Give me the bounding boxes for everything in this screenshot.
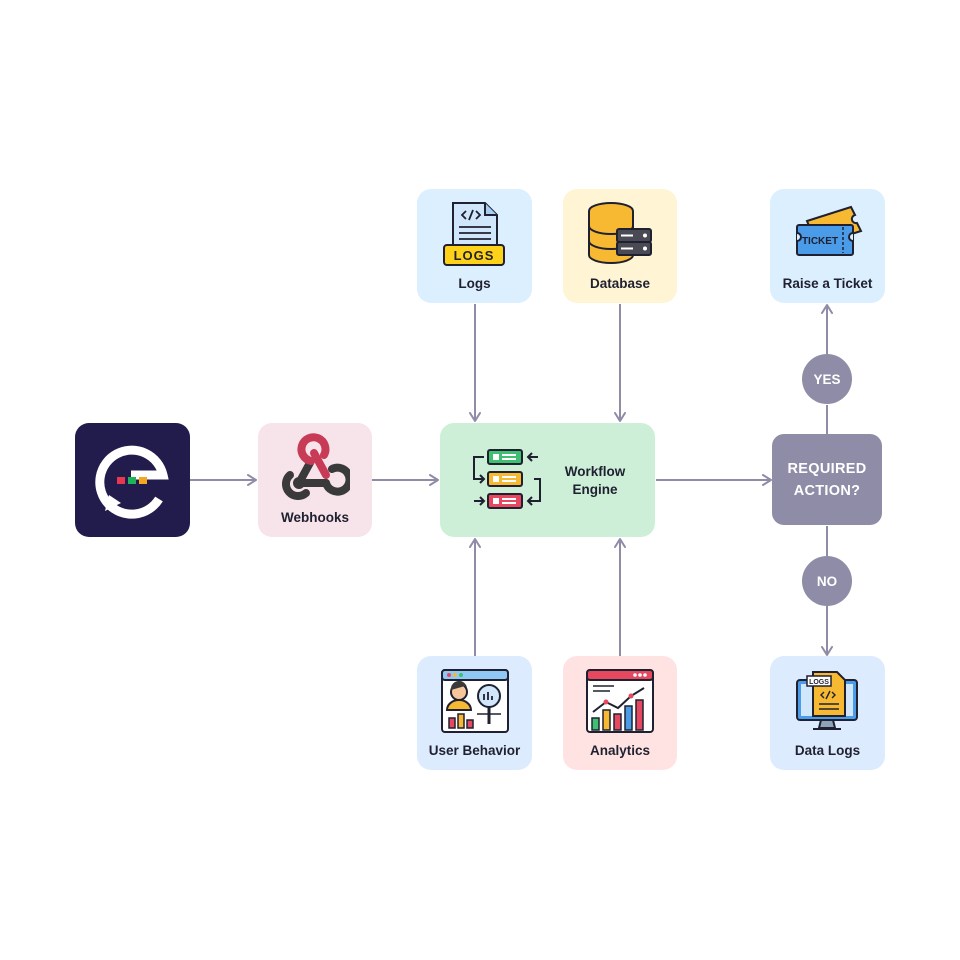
webhooks-label: Webhooks (280, 510, 349, 525)
logs-badge-text: LOGS (454, 248, 495, 263)
chat-logo-icon (95, 445, 169, 519)
database-icon (588, 202, 652, 264)
workflow-engine-node: Workflow Engine (440, 423, 655, 537)
workflow-label-line2: Engine (572, 482, 618, 497)
raise-ticket-label: Raise a Ticket (782, 276, 873, 291)
user-behavior-label: User Behavior (428, 743, 521, 758)
required-action-decision: REQUIRED ACTION? (772, 434, 882, 525)
workflow-engine-label: Workflow Engine (552, 463, 638, 499)
database-node: Database (563, 189, 677, 303)
logs-file-icon: LOGS (443, 202, 505, 266)
webhook-icon (281, 433, 350, 501)
logs-node: LOGS Logs (417, 189, 532, 303)
user-behavior-node: User Behavior (417, 656, 532, 770)
workflow-icon (473, 449, 541, 509)
yes-branch-badge: YES (802, 354, 852, 404)
raise-ticket-node: TICKET Raise a Ticket (770, 189, 885, 303)
analytics-chart-icon (586, 669, 654, 733)
data-logs-badge-text: LOGS (809, 679, 829, 686)
webhooks-node: Webhooks (258, 423, 372, 537)
app-logo-tile (75, 423, 190, 537)
analytics-node: Analytics (563, 656, 677, 770)
ticket-text: TICKET (802, 236, 838, 247)
data-logs-monitor-icon: LOGS (796, 671, 858, 730)
analytics-label: Analytics (589, 743, 651, 758)
logs-label: Logs (458, 276, 491, 291)
decision-line1: REQUIRED (787, 460, 867, 477)
database-label: Database (589, 276, 651, 291)
data-logs-node: LOGS Data Logs (770, 656, 885, 770)
decision-line2: ACTION? (793, 482, 861, 499)
no-branch-badge: NO (802, 556, 852, 606)
ticket-icon: TICKET (796, 205, 863, 256)
data-logs-label: Data Logs (794, 743, 861, 758)
user-behavior-icon (441, 669, 509, 733)
workflow-label-line1: Workflow (564, 464, 626, 479)
